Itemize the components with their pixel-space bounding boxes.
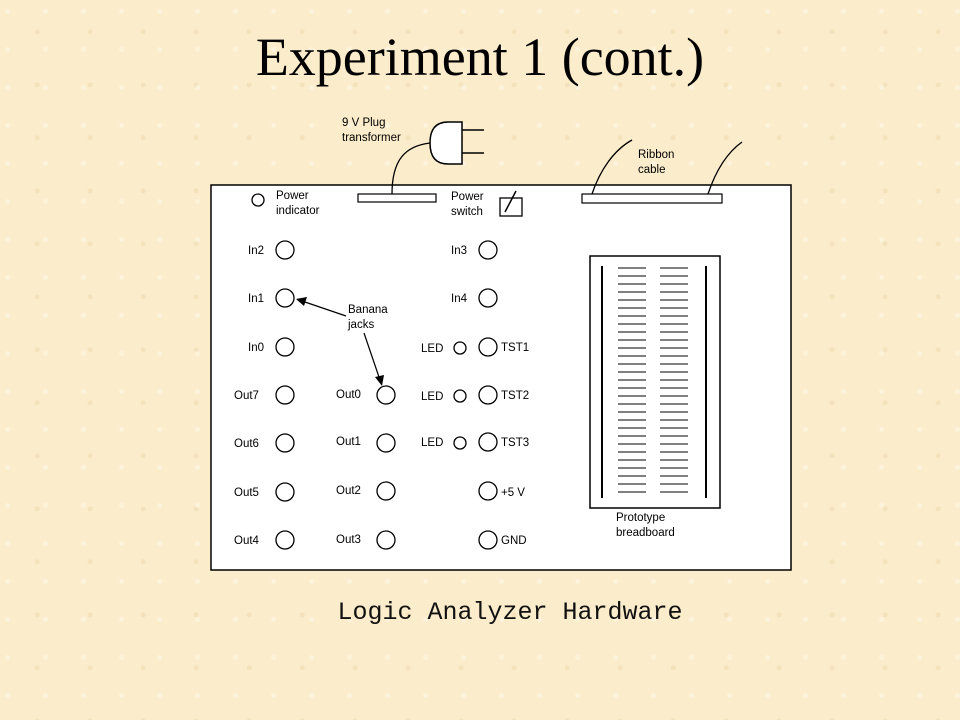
banana-arrowhead-in1 <box>296 297 307 306</box>
banana-label-line2: jacks <box>347 319 374 331</box>
output-label-out2: Out2 <box>336 485 361 497</box>
power-switch-label-line1: Power <box>451 191 484 203</box>
led-3 <box>453 436 467 450</box>
banana-jack-out1 <box>376 433 396 453</box>
power-connector-slot <box>357 193 437 203</box>
output-label-out4: Out4 <box>234 535 260 547</box>
led-2 <box>453 389 467 403</box>
ribbon-label-line2: cable <box>638 164 666 176</box>
led-label-3: LED <box>421 437 443 449</box>
input-label-in3: In3 <box>451 245 467 257</box>
plug-label-line2: transformer <box>342 132 401 144</box>
banana-jack-out3 <box>376 530 396 550</box>
banana-label-line1: Banana <box>348 304 388 316</box>
banana-jack-tst1 <box>478 337 498 357</box>
banana-jack-out2 <box>376 481 396 501</box>
breadboard-strips <box>618 267 688 493</box>
test-label-tst1: TST1 <box>501 342 529 354</box>
input-label-in0: In0 <box>248 342 264 354</box>
banana-arrowhead-out0 <box>375 375 384 386</box>
banana-jack-out0 <box>376 385 396 405</box>
power-rail-label-5v: +5 V <box>501 487 525 499</box>
power-indicator-label-line1: Power <box>276 190 309 202</box>
banana-jack-gnd <box>478 530 498 550</box>
power-indicator-led <box>251 193 265 207</box>
input-label-in4: In4 <box>451 293 468 305</box>
output-label-out3: Out3 <box>336 534 361 546</box>
banana-jack-out7 <box>275 385 295 405</box>
input-label-in2: In2 <box>248 245 264 257</box>
banana-jack-in3 <box>478 240 498 260</box>
test-label-tst2: TST2 <box>501 390 529 402</box>
led-label-1: LED <box>421 343 443 355</box>
banana-jack-in4 <box>478 288 498 308</box>
power-switch-toggle <box>504 190 517 213</box>
banana-jack-in1 <box>275 288 295 308</box>
banana-jack-out4 <box>275 530 295 550</box>
output-label-out7: Out7 <box>234 390 259 402</box>
plug-label-line1: 9 V Plug <box>342 117 385 129</box>
banana-arrow-to-in1 <box>301 300 347 317</box>
power-rail-label-gnd: GND <box>501 535 527 547</box>
prototype-breadboard <box>589 255 721 509</box>
power-indicator-label-line2: indicator <box>276 205 320 217</box>
ribbon-cable-right <box>707 141 743 195</box>
output-label-out1: Out1 <box>336 436 361 448</box>
plug-transformer <box>391 121 484 195</box>
output-label-out5: Out5 <box>234 487 259 499</box>
slide-caption: Logic Analyzer Hardware <box>337 598 683 627</box>
banana-jack-out6 <box>275 433 295 453</box>
ribbon-connector-slot <box>581 193 723 204</box>
test-label-tst3: TST3 <box>501 437 529 449</box>
banana-arrow-to-out0 <box>363 332 381 381</box>
ribbon-cable-left <box>591 139 633 195</box>
output-label-out6: Out6 <box>234 438 259 450</box>
banana-jack-in2 <box>275 240 295 260</box>
banana-jack-out5 <box>275 482 295 502</box>
banana-jack-tst2 <box>478 385 498 405</box>
banana-jack-tst3 <box>478 432 498 452</box>
input-label-in1: In1 <box>248 293 264 305</box>
led-1 <box>453 341 467 355</box>
prototype-label-line2: breadboard <box>616 527 675 539</box>
led-label-2: LED <box>421 391 443 403</box>
output-label-out0: Out0 <box>336 389 361 401</box>
ribbon-label-line1: Ribbon <box>638 149 674 161</box>
power-switch-label-line2: switch <box>451 206 483 218</box>
prototype-label-line1: Prototype <box>616 512 665 524</box>
banana-jack-in0 <box>275 337 295 357</box>
slide-title: Experiment 1 (cont.) <box>255 27 705 87</box>
banana-jack-5v <box>478 481 498 501</box>
